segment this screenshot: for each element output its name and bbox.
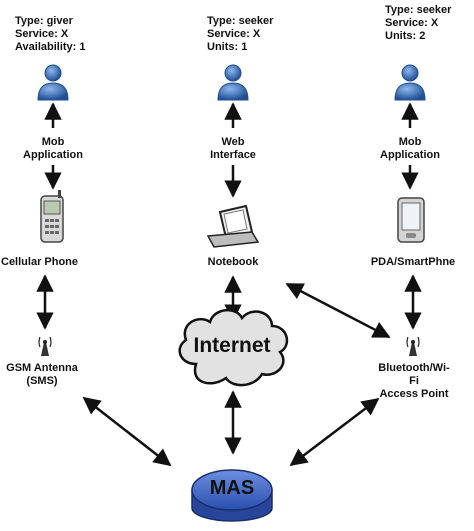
cellular-phone-icon xyxy=(40,190,64,243)
user-attributes-seeker-2: Type: seeker Service: X Units: 2 xyxy=(385,4,451,43)
internet-cloud-icon xyxy=(178,309,289,387)
user-type: Type: seeker xyxy=(207,15,274,27)
gsm-antenna-icon xyxy=(38,336,52,356)
interface-label-center: Web Interface xyxy=(210,136,256,161)
interface-label-left: Mob Application xyxy=(23,136,83,161)
antenna-label-access-point: Bluetooth/Wi-Fi Access Point xyxy=(378,362,450,400)
notebook-icon xyxy=(206,204,260,248)
user-units: Units: 2 xyxy=(385,30,426,42)
user-service: Service: X xyxy=(15,28,69,40)
internet-label: Internet xyxy=(193,334,271,357)
device-label-cellular-phone: Cellular Phone xyxy=(1,256,79,268)
access-point-antenna-icon xyxy=(406,336,420,356)
user-units: Units: 1 xyxy=(207,41,248,53)
interface-label-right: Mob Application xyxy=(380,136,440,161)
pda-smartphone-icon xyxy=(397,197,425,243)
user-attributes-seeker-1: Type: seeker Service: X Units: 1 xyxy=(207,15,273,54)
user-icon-giver xyxy=(37,64,69,101)
user-service: Service: X xyxy=(385,17,439,29)
user-attributes-giver: Type: giver Service: X Availability: 1 xyxy=(15,15,86,54)
device-label-pda: PDA/SmartPhne xyxy=(370,256,456,268)
antenna-label-gsm: GSM Antenna (SMS) xyxy=(6,362,78,387)
user-type: Type: giver xyxy=(15,15,73,27)
user-availability: Availability: 1 xyxy=(15,41,86,53)
arrow-notebook-access-point xyxy=(285,282,391,339)
user-service: Service: X xyxy=(207,28,261,40)
user-type: Type: seeker xyxy=(385,4,452,16)
device-label-notebook: Notebook xyxy=(207,256,259,268)
user-icon-seeker-2 xyxy=(394,64,426,101)
mas-server-icon xyxy=(191,469,273,522)
user-icon-seeker-1 xyxy=(217,64,249,101)
arrow-gsm-mas xyxy=(82,396,172,467)
arrow-access-point-mas xyxy=(289,397,380,467)
mas-label: MAS xyxy=(209,477,255,499)
